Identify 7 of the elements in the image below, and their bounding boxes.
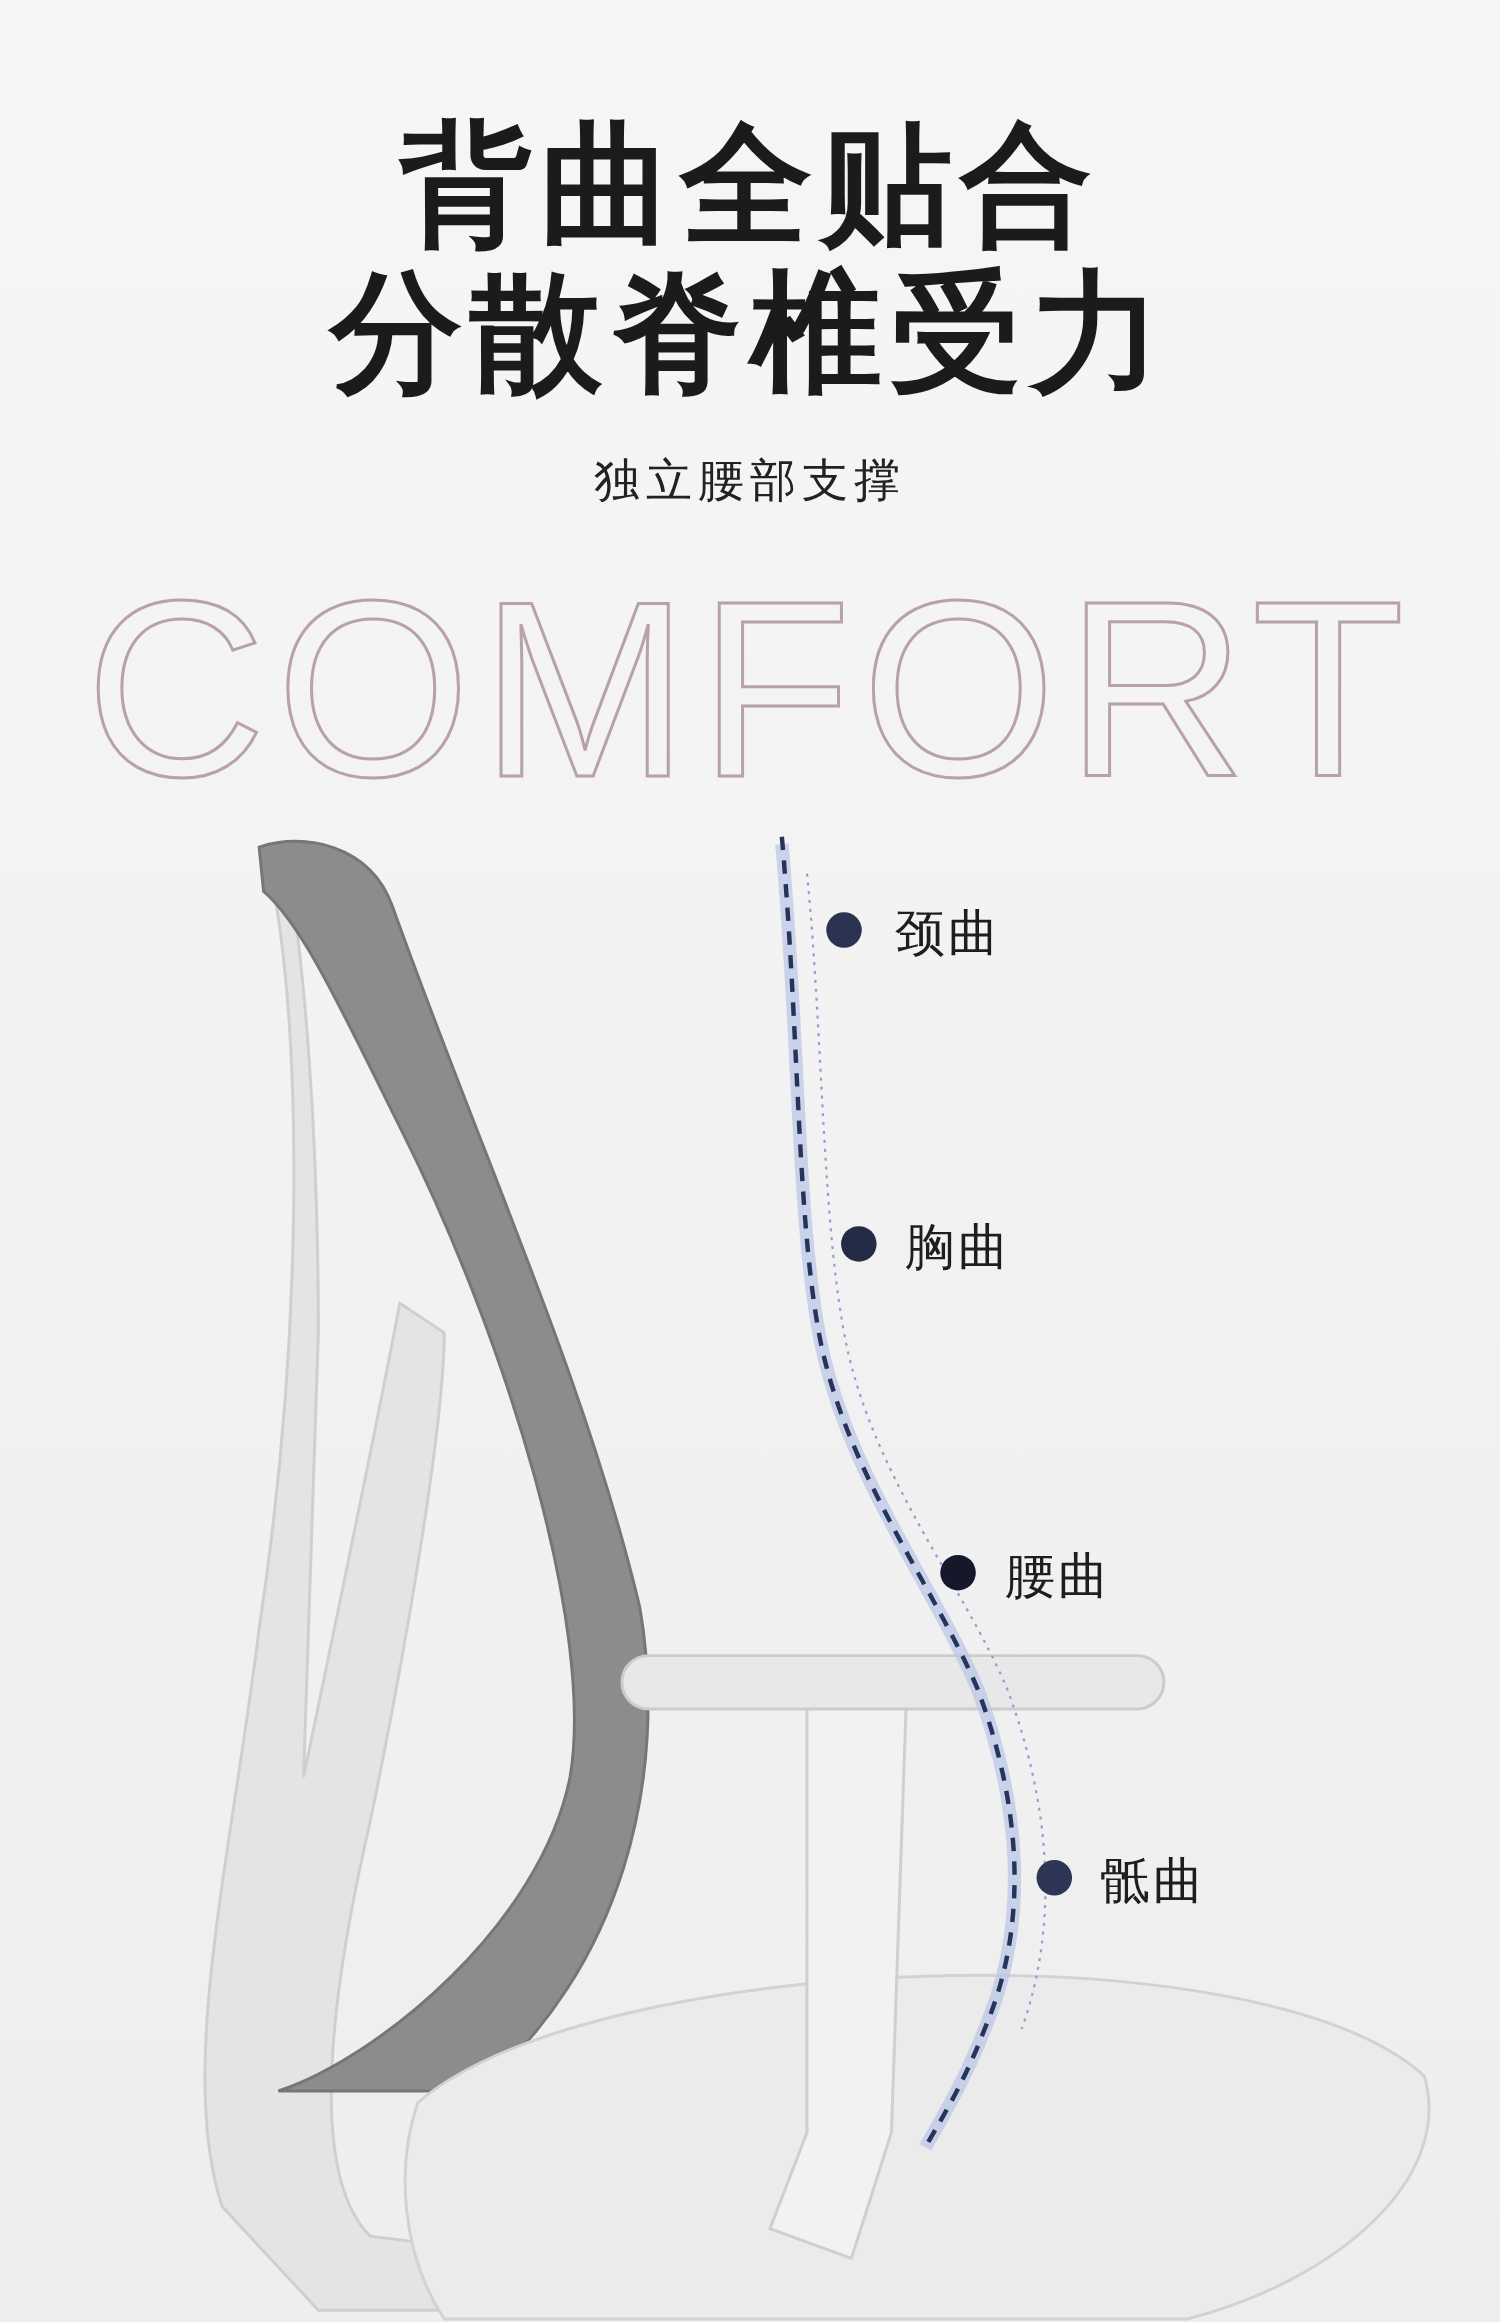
curve-label: 颈曲 <box>895 903 1001 964</box>
curve-label: 骶曲 <box>1100 1851 1206 1912</box>
headline: 背曲全贴合分散脊椎受力 <box>0 110 1500 406</box>
curve-label: 胸曲 <box>905 1217 1011 1278</box>
subheading: 独立腰部支撑 <box>593 452 907 509</box>
background-lettering: COMFORT <box>84 560 1416 820</box>
curve-label: 腰曲 <box>1005 1546 1111 1607</box>
